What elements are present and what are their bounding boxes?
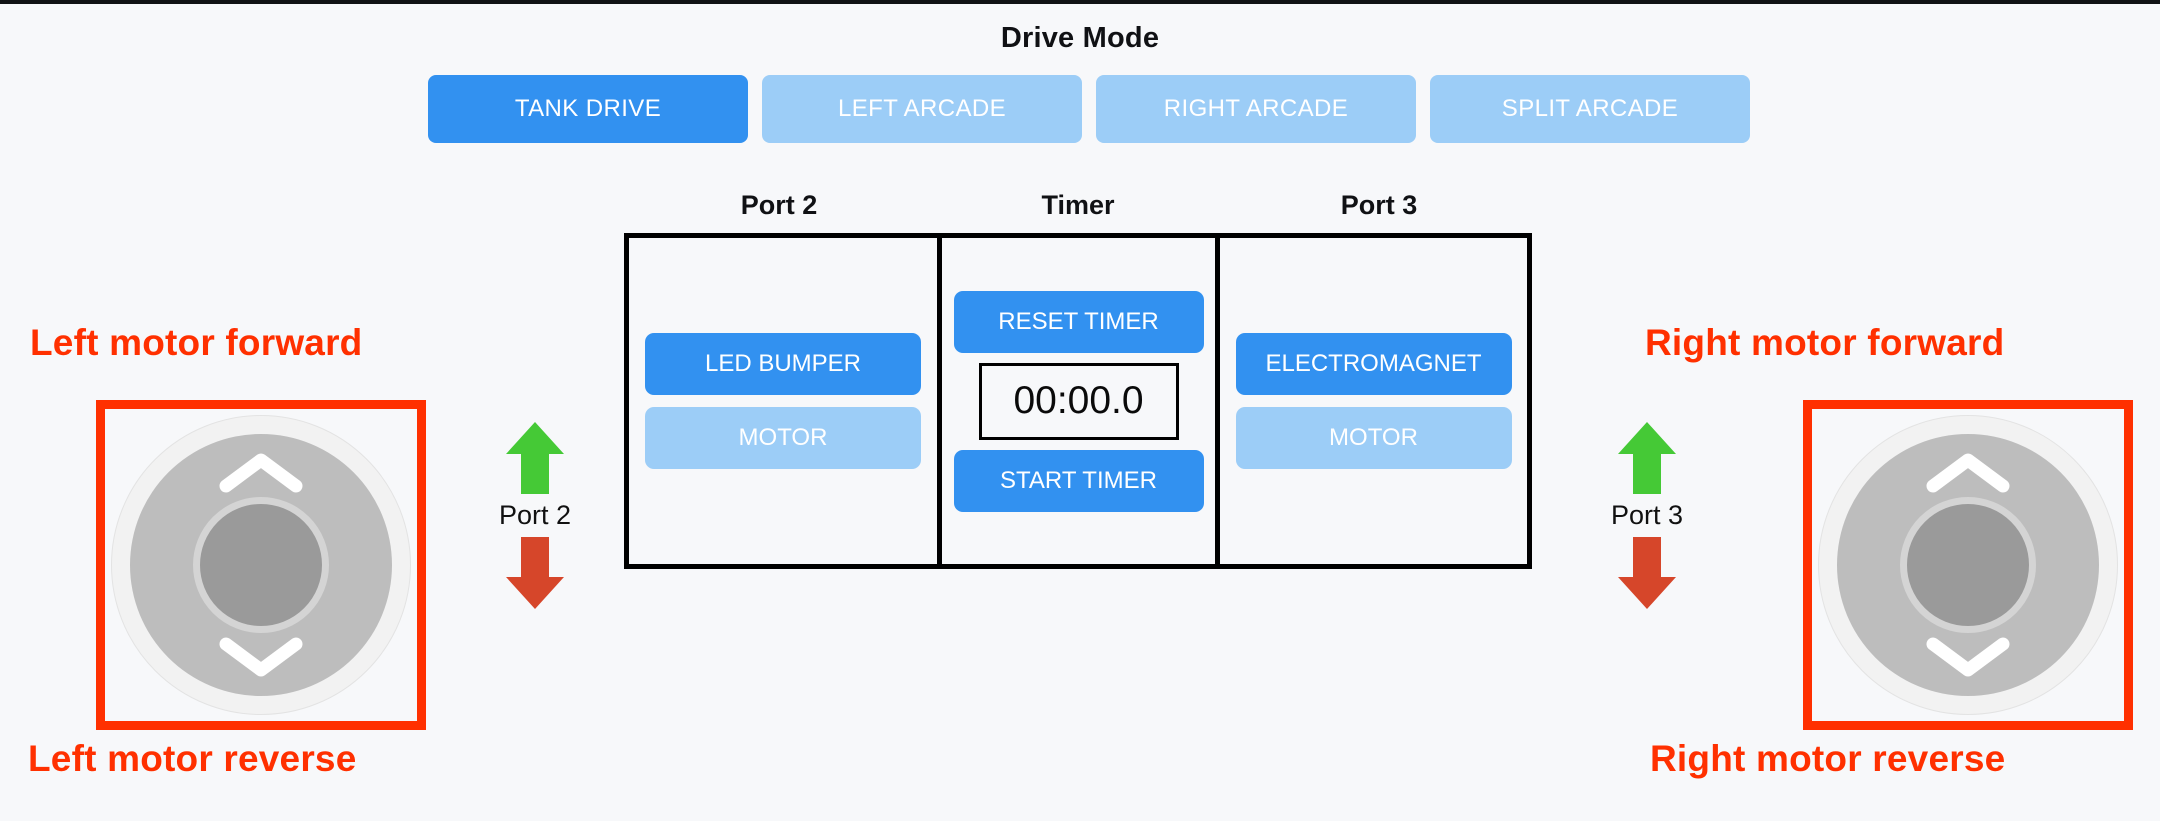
port3-header: Port 3: [1340, 190, 1418, 220]
arrow-down-icon: [506, 537, 564, 609]
annotation-left-motor-forward: Left motor forward: [30, 322, 363, 363]
right-joystick-highlight-box: [1803, 400, 2133, 730]
top-black-bar: [0, 0, 2160, 4]
chevron-down-icon: [218, 636, 304, 680]
port3-panel: ELECTROMAGNET MOTOR: [1220, 238, 1527, 564]
port3-motor-button[interactable]: MOTOR: [1235, 407, 1512, 469]
drive-mode-split-arcade-button[interactable]: SPLIT ARCADE: [1430, 75, 1750, 143]
left-joystick-ring[interactable]: [130, 434, 392, 696]
port2-marker-label: Port 2: [498, 500, 572, 530]
port3-marker-label: Port 3: [1610, 500, 1684, 530]
drive-mode-button-group: TANK DRIVE LEFT ARCADE RIGHT ARCADE SPLI…: [428, 75, 1750, 143]
right-joystick-knob[interactable]: [1900, 497, 2036, 633]
port2-motor-button[interactable]: MOTOR: [645, 407, 921, 469]
port3-electromagnet-button[interactable]: ELECTROMAGNET: [1235, 333, 1512, 395]
reset-timer-button[interactable]: RESET TIMER: [953, 290, 1204, 353]
right-joystick-ring[interactable]: [1837, 434, 2099, 696]
chevron-up-icon: [1925, 450, 2011, 494]
port2-led-bumper-button[interactable]: LED BUMPER: [645, 333, 921, 395]
center-panel-headers: Port 2 Timer Port 3: [624, 190, 1536, 221]
right-joystick[interactable]: [1818, 415, 2118, 715]
left-joystick-highlight-box: [96, 400, 426, 730]
port2-header: Port 2: [740, 190, 818, 220]
center-control-frame: LED BUMPER MOTOR RESET TIMER 00:00.0 STA…: [624, 233, 1532, 569]
arrow-up-icon: [1618, 422, 1676, 494]
port2-panel: LED BUMPER MOTOR: [629, 238, 937, 564]
left-joystick[interactable]: [111, 415, 411, 715]
drive-mode-right-arcade-button[interactable]: RIGHT ARCADE: [1096, 75, 1416, 143]
timer-panel: RESET TIMER 00:00.0 START TIMER: [937, 238, 1220, 564]
annotation-right-motor-forward: Right motor forward: [1645, 322, 2005, 363]
start-timer-button[interactable]: START TIMER: [953, 449, 1204, 512]
left-joystick-knob[interactable]: [193, 497, 329, 633]
annotation-right-motor-reverse: Right motor reverse: [1650, 738, 2006, 779]
timer-display: 00:00.0: [978, 362, 1179, 440]
chevron-down-icon: [1925, 636, 2011, 680]
annotation-left-motor-reverse: Left motor reverse: [28, 738, 357, 779]
chevron-up-icon: [218, 450, 304, 494]
arrow-down-icon: [1618, 537, 1676, 609]
drive-mode-left-arcade-button[interactable]: LEFT ARCADE: [762, 75, 1082, 143]
port3-direction-marker: Port 3: [1592, 420, 1702, 611]
arrow-up-icon: [506, 422, 564, 494]
drive-mode-title: Drive Mode: [1000, 22, 1160, 54]
port2-direction-marker: Port 2: [480, 420, 590, 611]
drive-mode-tank-drive-button[interactable]: TANK DRIVE: [428, 75, 748, 143]
timer-header: Timer: [1041, 190, 1115, 220]
